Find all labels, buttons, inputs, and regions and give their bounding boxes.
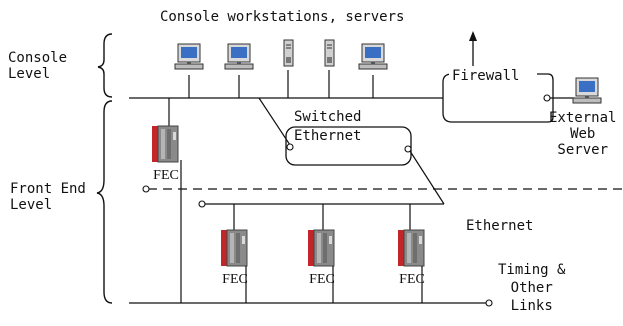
firewall-box	[442, 73, 554, 123]
fec-crate-icon	[151, 125, 179, 163]
fec-label-2: FEC	[309, 272, 335, 287]
external-server-icon	[572, 77, 602, 104]
timing-links-label: Timing & Other Links	[498, 262, 566, 314]
workstation-icon	[174, 43, 204, 70]
ethernet-label: Ethernet	[466, 218, 534, 234]
switched-ethernet-label: Switched Ethernet	[294, 109, 362, 144]
fec-label-1: FEC	[222, 272, 248, 287]
diagram-title: Console workstations, servers	[160, 9, 405, 25]
firewall-label: Firewall	[452, 68, 520, 84]
front-end-level-label: Front End Level	[10, 181, 86, 213]
fec-crate-icon	[397, 229, 425, 267]
switched-ethernet-box	[285, 126, 412, 166]
workstation-icon	[358, 43, 388, 70]
fec-label-3: FEC	[399, 272, 425, 287]
front-end-level-brace	[96, 100, 113, 304]
fec-crate-icon	[307, 229, 335, 267]
workstation-icon	[224, 43, 254, 70]
external-web-server-label: External Web Server	[549, 110, 617, 158]
console-level-brace	[97, 33, 113, 98]
console-level-label: Console Level	[8, 50, 68, 82]
server-icon	[283, 39, 294, 67]
fec-label-left: FEC	[153, 168, 179, 183]
fec-crate-icon	[220, 229, 248, 267]
server-icon	[324, 39, 335, 67]
